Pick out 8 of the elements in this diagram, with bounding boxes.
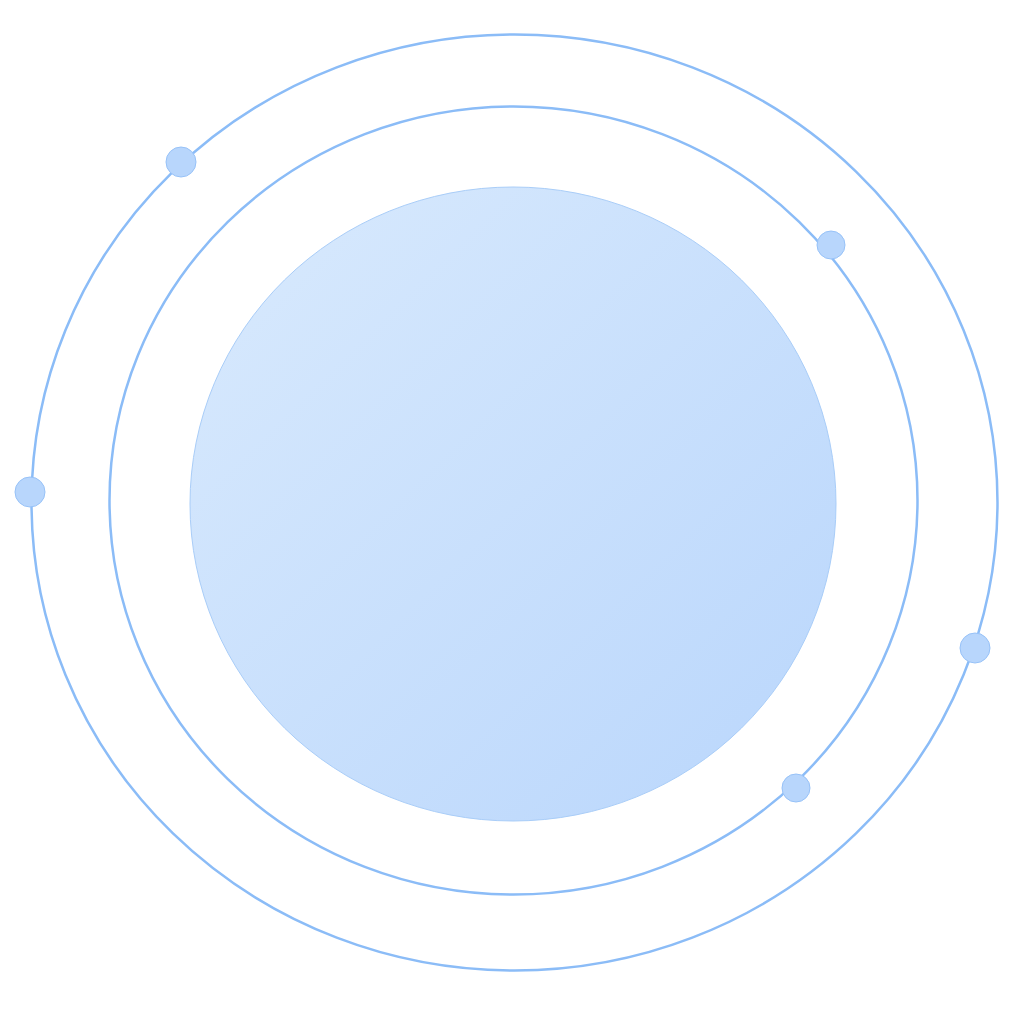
orbit-ring — [29, 32, 999, 972]
orbit-dot — [165, 146, 197, 178]
orbit-dot — [781, 773, 811, 803]
orbit-dot — [959, 632, 991, 664]
orbit-dot — [14, 476, 46, 508]
central-circle — [189, 186, 837, 822]
orbit-dot — [816, 230, 846, 260]
orbit-ring — [107, 104, 919, 896]
